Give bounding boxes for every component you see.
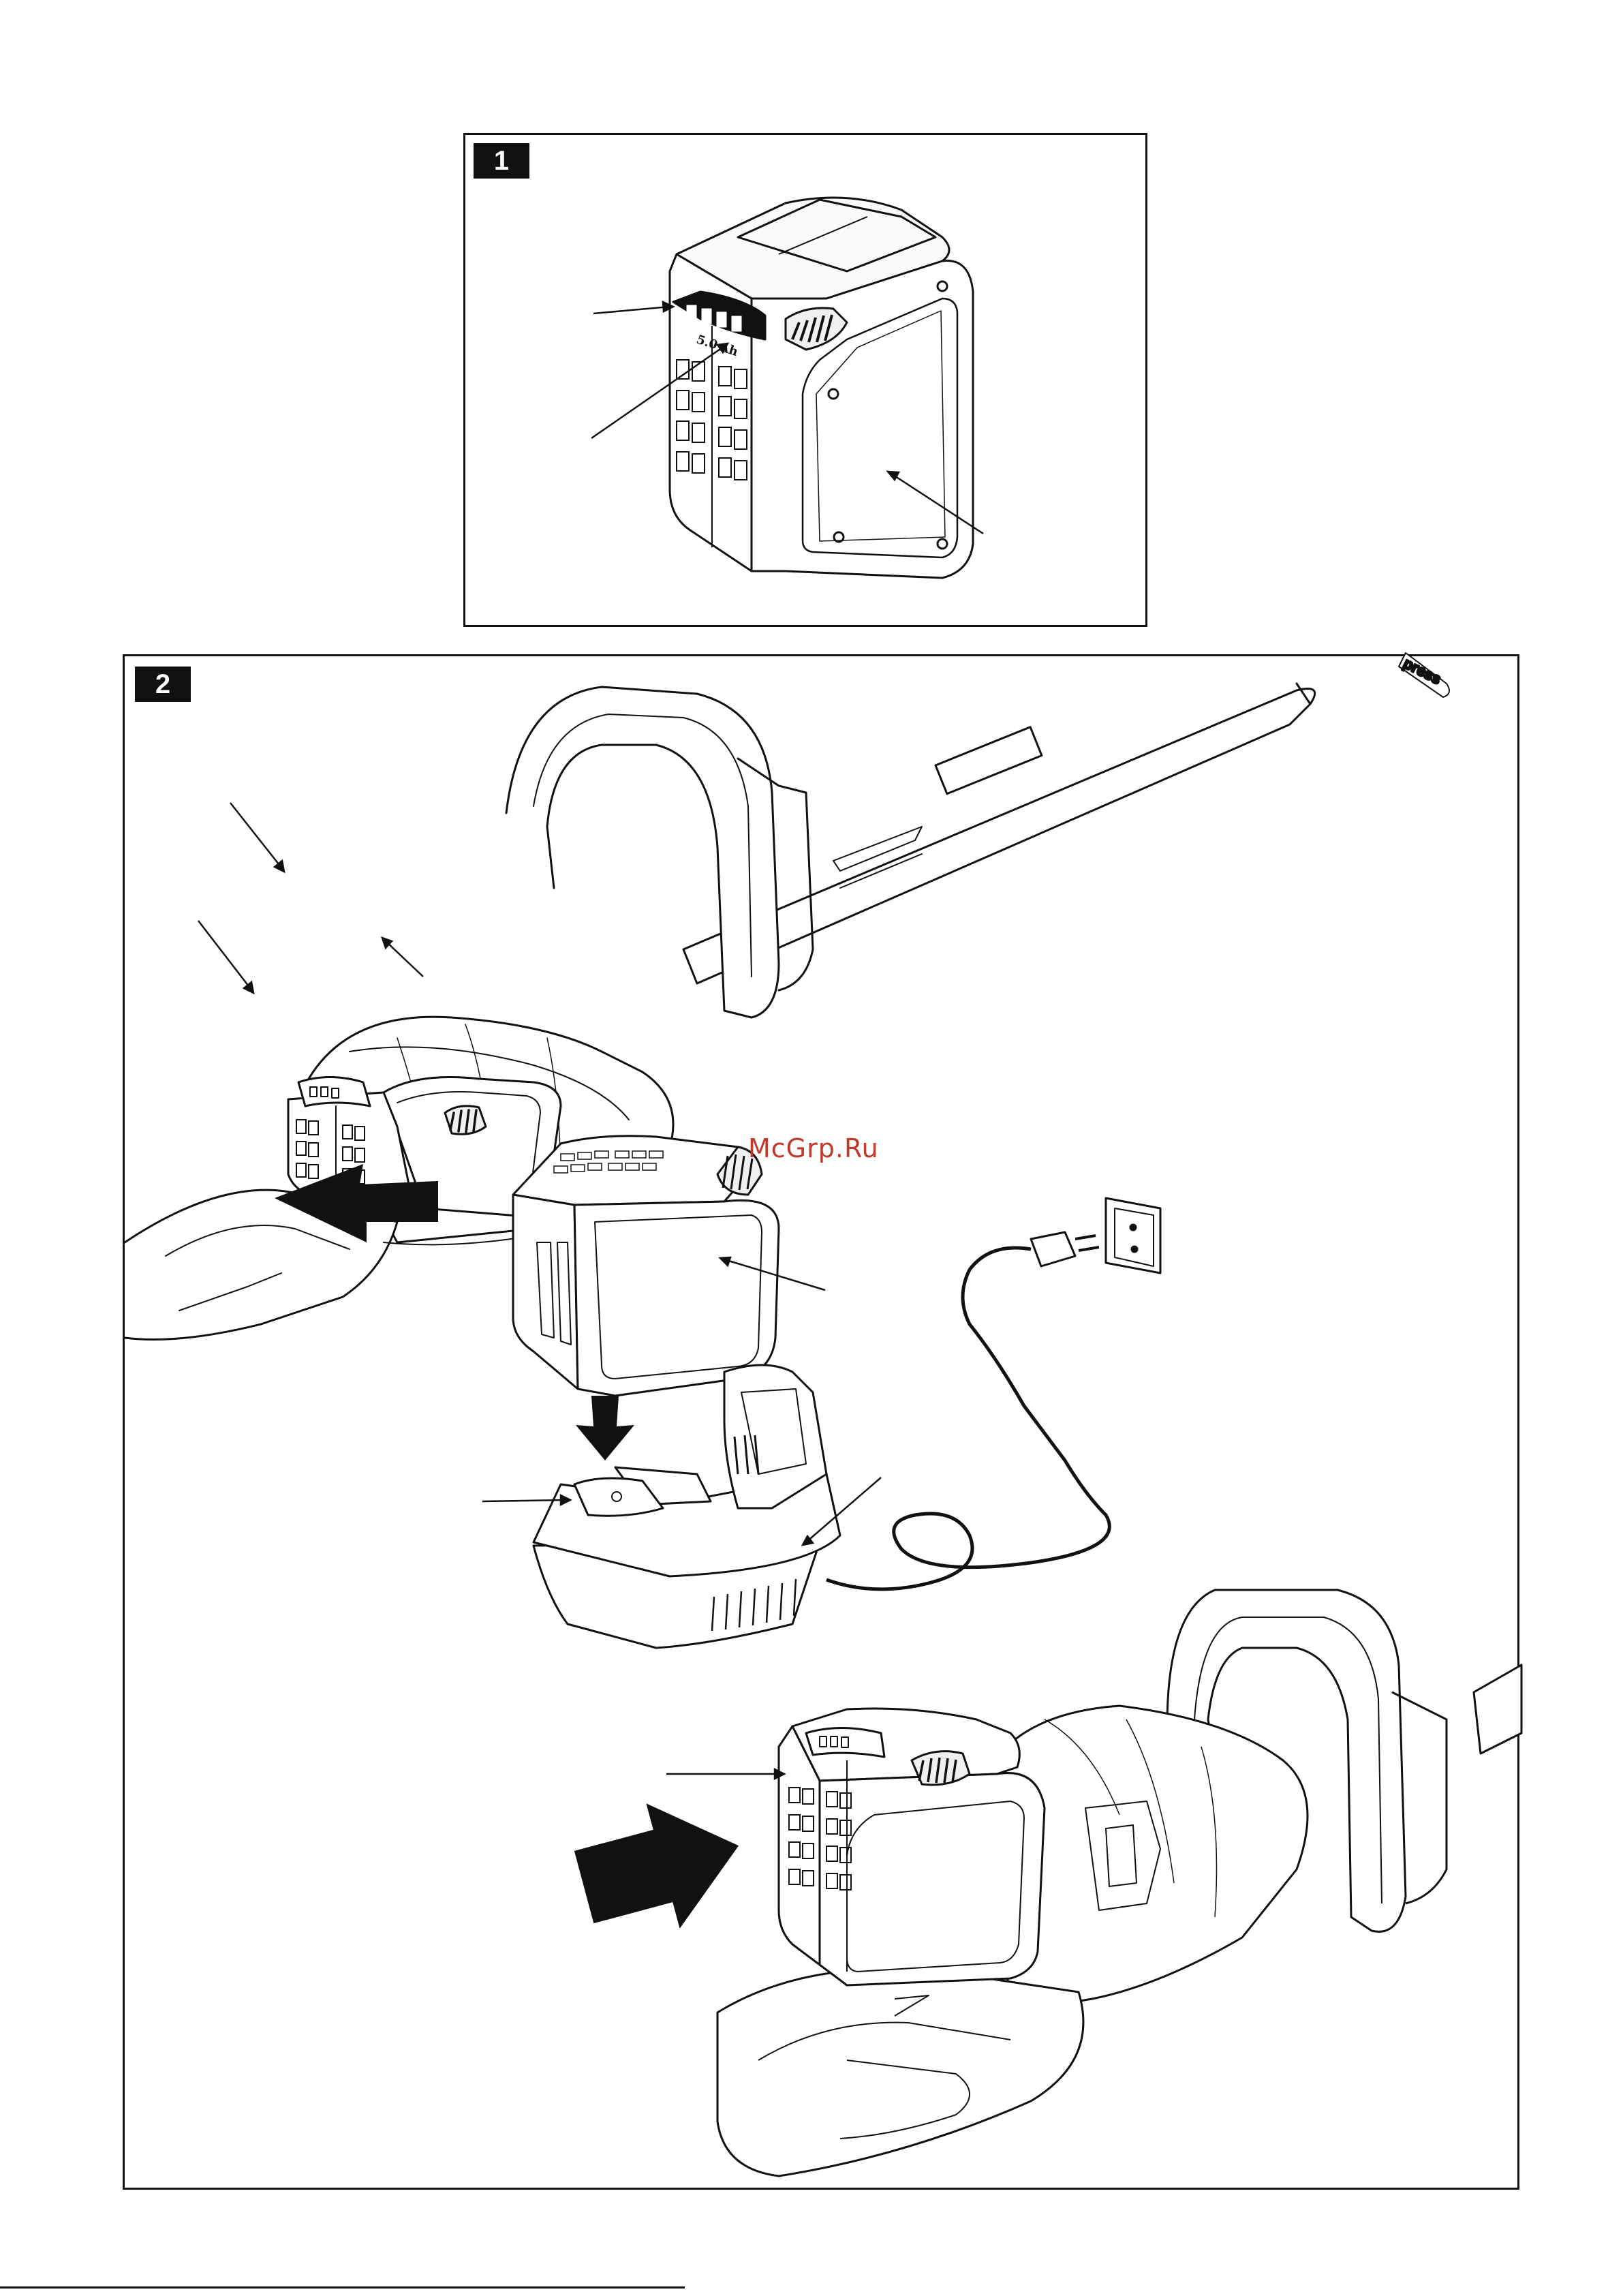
battery-pack-drawing: 5.0 Ah [465, 135, 1149, 629]
watermark-text: McGrp.Ru [748, 1133, 879, 1163]
figure-2-frame: 2 press [123, 654, 1519, 2190]
insert-down-arrow [576, 1396, 634, 1460]
hedge-trimmer-battery-charging-drawing: press [125, 656, 1521, 2192]
figure-1-frame: 1 [463, 133, 1147, 627]
footer-rule [0, 2286, 685, 2289]
insert-arrow [568, 1783, 756, 1949]
